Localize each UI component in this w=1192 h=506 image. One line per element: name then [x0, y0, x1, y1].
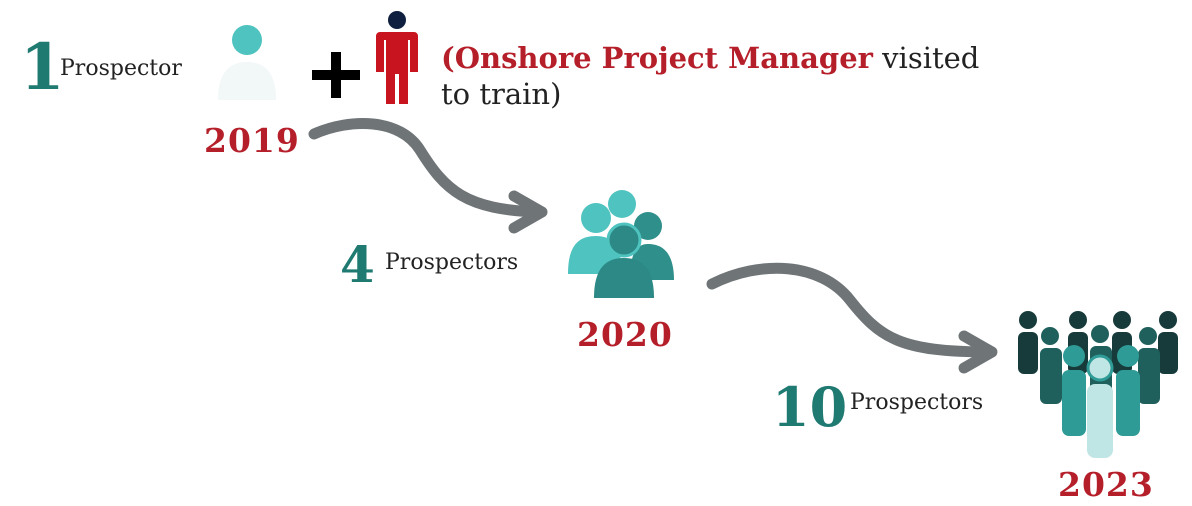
stage2-label: Prospectors [385, 250, 519, 275]
stage1-count: 1 [20, 30, 65, 105]
group-of-four-icon [568, 190, 674, 298]
stage2-count: 4 [340, 235, 375, 294]
manager-note-rest: visited to train) [441, 41, 980, 111]
crowd-of-ten-icon [1018, 311, 1178, 458]
stage3-count: 10 [772, 375, 848, 439]
stage2-year: 2020 [577, 315, 673, 354]
manager-note-highlight: (Onshore Project Manager [441, 41, 873, 75]
manager-note: (Onshore Project Manager visited to trai… [441, 40, 1001, 112]
stage3-year: 2023 [1058, 465, 1154, 504]
stage1-year: 2019 [204, 121, 300, 160]
stage3-label: Prospectors [850, 390, 984, 415]
single-person-icon [218, 25, 276, 100]
stage1-label: Prospector [60, 56, 182, 81]
plus-icon [312, 52, 360, 98]
manager-person-icon [376, 11, 418, 104]
